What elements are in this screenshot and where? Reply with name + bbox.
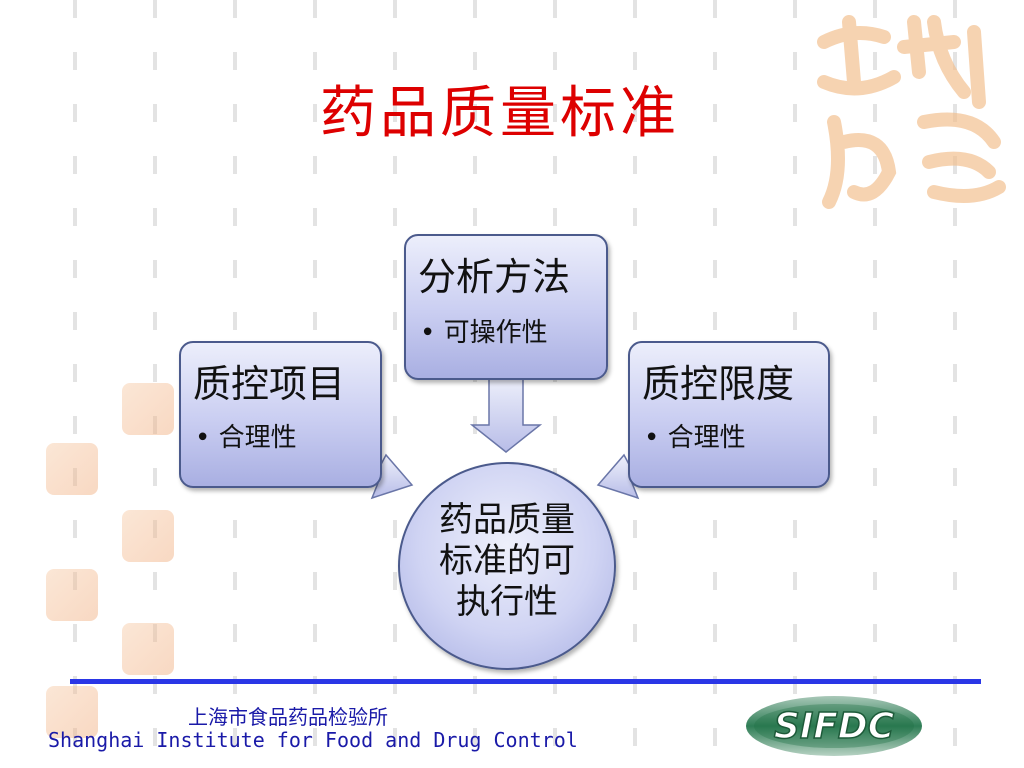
box-title: 分析方法 (418, 255, 571, 299)
logo-text: SIFDC (774, 706, 895, 747)
stamp-decoration (122, 510, 174, 562)
box-bullet: • 合理性 (644, 423, 746, 453)
circle-line-1: 药品质量 (439, 500, 575, 540)
stamp-decoration (122, 383, 174, 435)
footer-rule (70, 679, 981, 684)
circle-text: 药品质量 标准的可 执行性 (400, 500, 614, 623)
sifdc-logo: SIFDC (742, 693, 932, 763)
box-title: 质控限度 (642, 362, 795, 406)
institute-name-cn: 上海市食品药品检验所 (188, 705, 388, 729)
box-bullet: • 可操作性 (420, 318, 548, 348)
enforceability-circle: 药品质量 标准的可 执行性 (398, 462, 616, 670)
slide-title: 药品质量标准 (320, 81, 680, 146)
stamp-decoration (46, 686, 98, 738)
box-bullet: • 合理性 (195, 423, 297, 453)
stamp-decoration (122, 623, 174, 675)
institute-name-en: Shanghai Institute for Food and Drug Con… (48, 728, 578, 752)
analysis-method-box: 分析方法 • 可操作性 (404, 234, 608, 380)
auspicious-stamp-decoration (804, 2, 1014, 212)
down-arrow (469, 375, 543, 453)
stamp-decoration (46, 569, 98, 621)
sifdc-logo-graphic: SIFDC (746, 696, 922, 756)
qc-items-box: 质控项目 • 合理性 (179, 341, 382, 488)
stamp-decoration (46, 443, 98, 495)
qc-limits-box: 质控限度 • 合理性 (628, 341, 830, 488)
box-title: 质控项目 (193, 362, 346, 406)
stamp-large-graphic (817, 15, 1006, 209)
circle-line-2: 标准的可 (439, 541, 575, 581)
circle-line-3: 执行性 (456, 582, 558, 622)
